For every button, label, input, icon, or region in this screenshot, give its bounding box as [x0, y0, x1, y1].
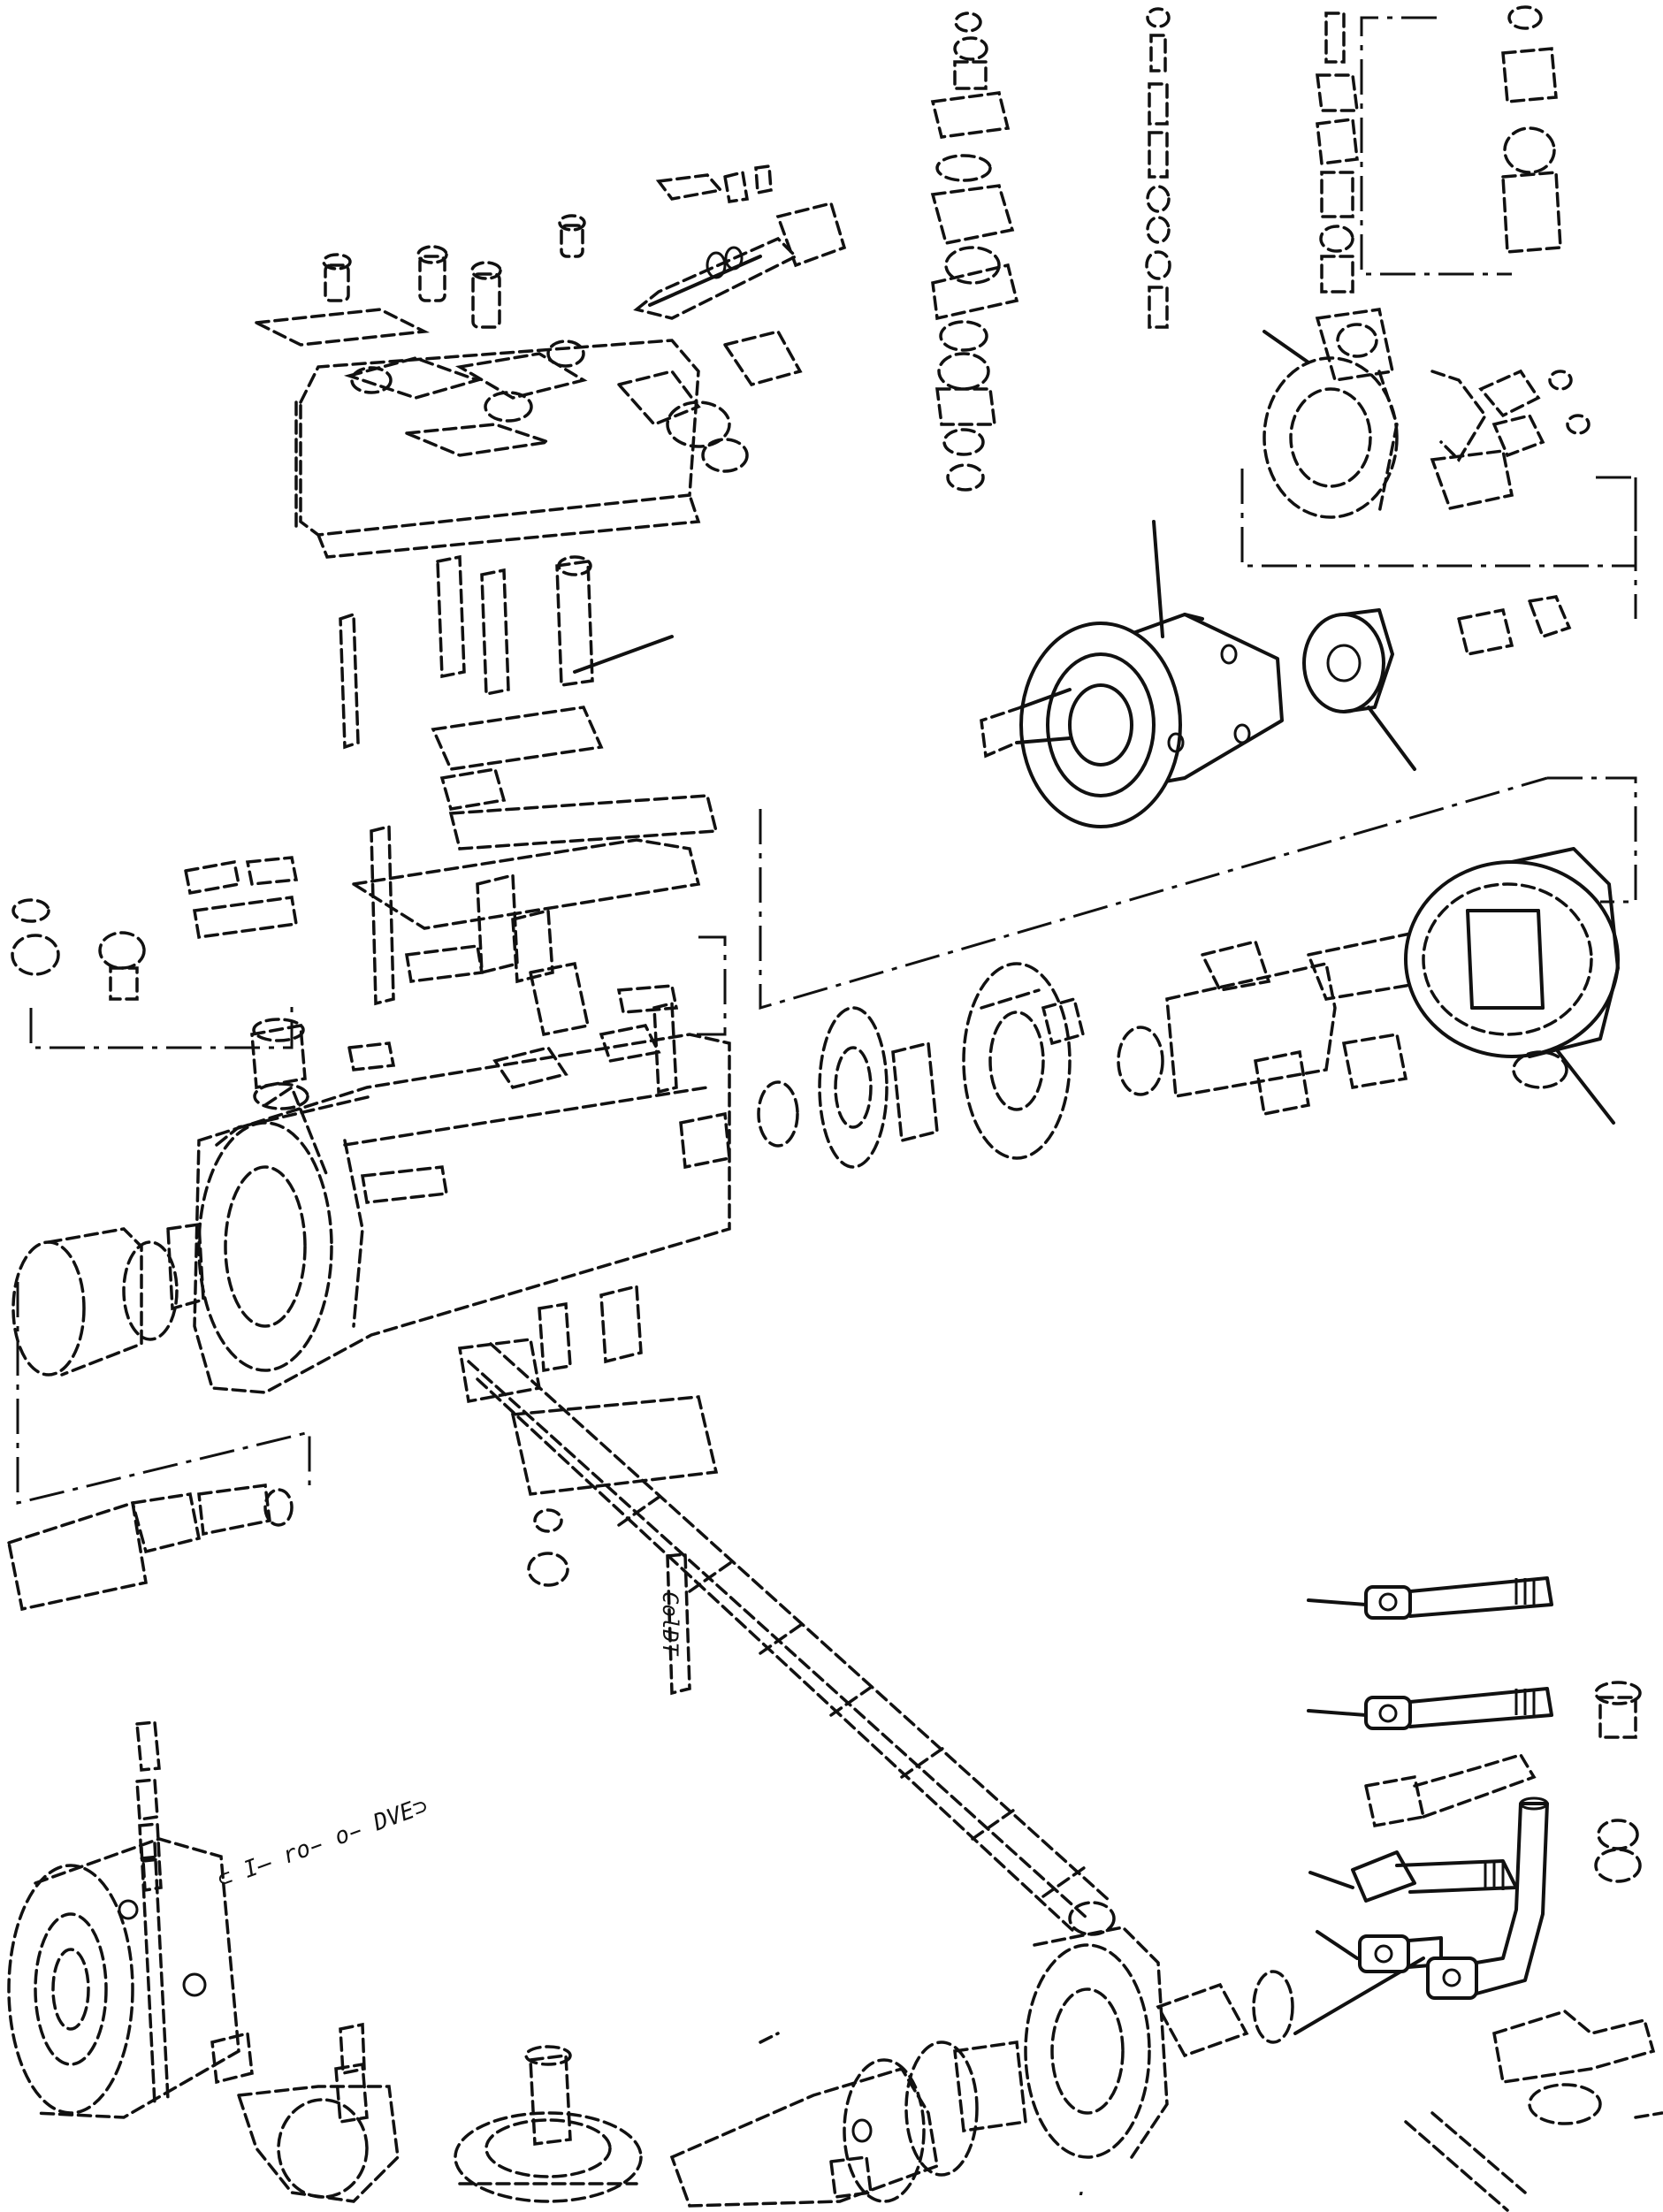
transfer-pump-parts: [6, 1284, 719, 1612]
cover-bolts: [322, 214, 586, 329]
vertical-spring-stack: [135, 1720, 163, 1893]
left-plugs: [11, 898, 146, 1001]
advance-unit: [7, 1837, 400, 2203]
plugs-top-right: [1501, 5, 1562, 254]
banjo-bolts: [1351, 1576, 1663, 2212]
pedestal-base: [454, 2045, 643, 2203]
end-plate-drum: [11, 1222, 205, 1377]
banjo-union: [1358, 1934, 1443, 1973]
drive-shaft: [467, 1342, 1116, 1936]
banjo-bolt-1: [1364, 1576, 1553, 1620]
bracket-label: ⊂ I̶ ro̵ o̵ DVE⊃: [214, 1793, 431, 1894]
governor-cover-assembly: [250, 164, 847, 559]
banjo-90deg-elbow: [1426, 1796, 1549, 2000]
valve-parts-column-2: [1145, 7, 1171, 329]
leader-lines: [16, 16, 1637, 2035]
rotor-housing: [980, 595, 1572, 828]
vertical-label: ColDT: [658, 1591, 683, 1657]
banjo-elbow-1: [1363, 1752, 1537, 1828]
banjo-elbow-2: [1351, 1850, 1518, 1903]
valve-parts-column-3: [1316, 11, 1359, 294]
bottom-mark: ·: [1074, 2181, 1088, 2208]
delivery-valve-parts-column: [930, 11, 1019, 492]
governor-linkage: [183, 794, 719, 1037]
hydraulic-head-flange: [1263, 308, 1591, 519]
output-shaft-assembly: [669, 1926, 1294, 2208]
banjo-bolt-2: [1364, 1687, 1553, 1730]
delivery-valve-holders: [339, 554, 604, 811]
main-pump-housing: [193, 984, 731, 1394]
cam-ring-plate-train: [757, 847, 1620, 1169]
